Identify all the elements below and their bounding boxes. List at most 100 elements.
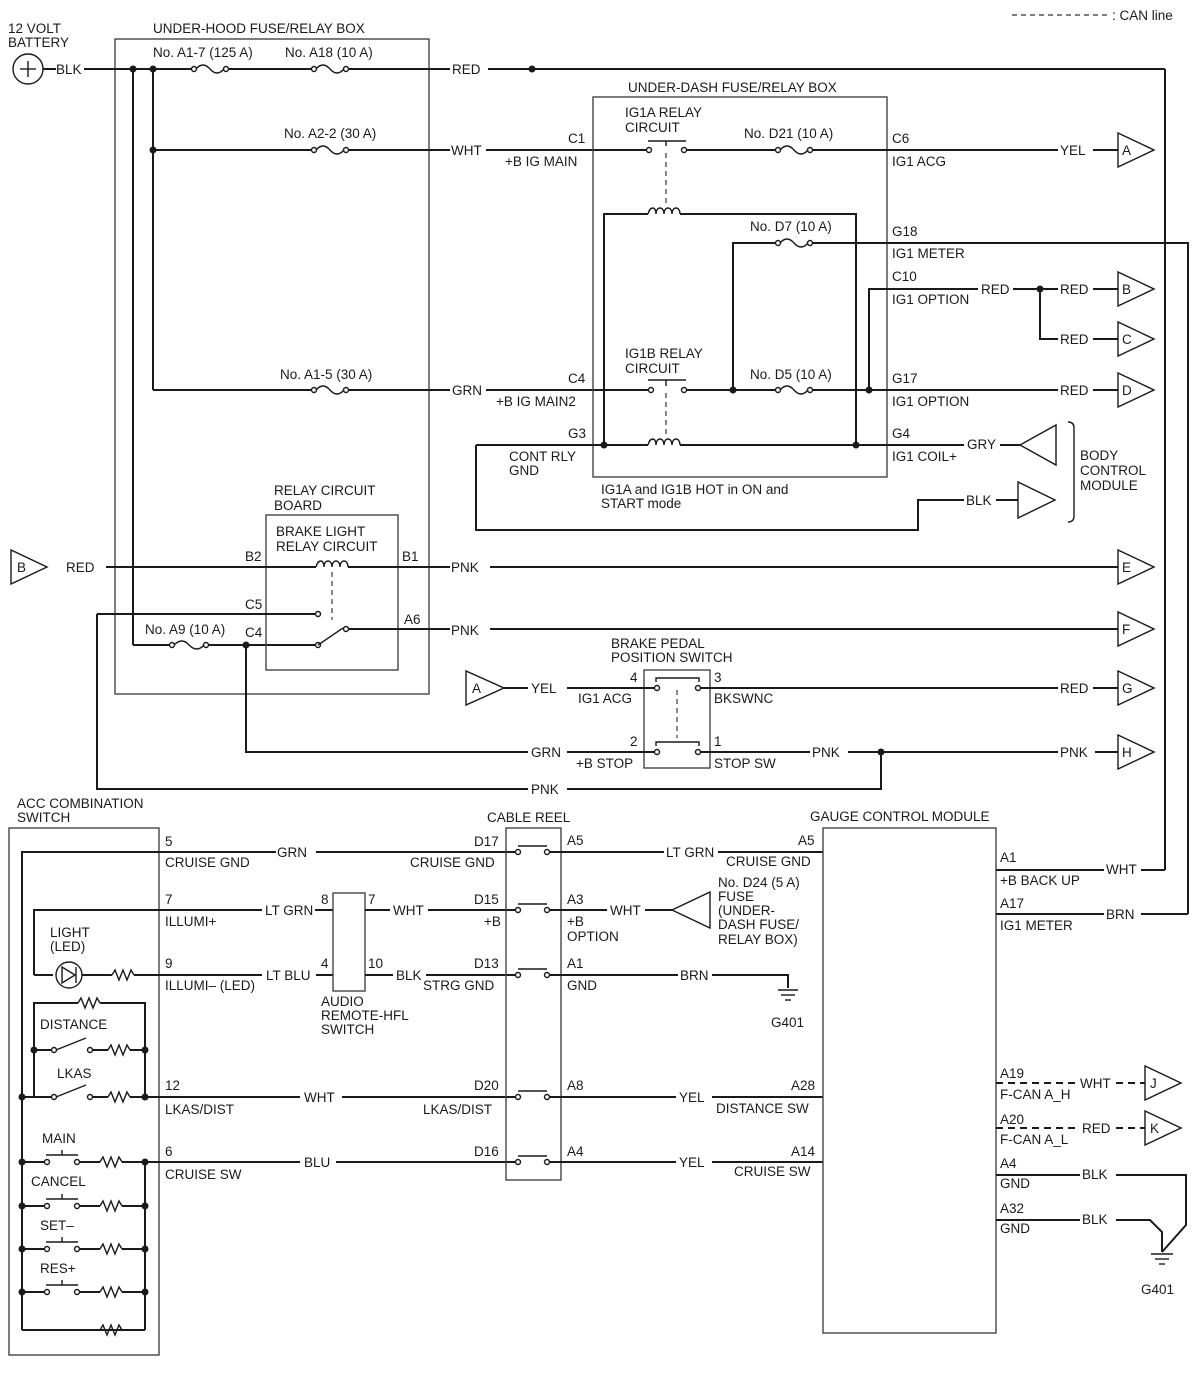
pin-c4-ud: C4 bbox=[568, 371, 586, 386]
wire-lkas-block-right bbox=[100, 1002, 146, 1097]
acc-sig9: ILLUMI– (LED) bbox=[165, 978, 255, 993]
junction-dot bbox=[18, 1288, 26, 1296]
fuse-a1-5-icon bbox=[310, 385, 350, 395]
battery-wire-label: BLK bbox=[56, 62, 82, 77]
pin-c10: C10 bbox=[892, 269, 917, 284]
connector-b: B bbox=[1122, 282, 1131, 297]
pin-g4: G4 bbox=[892, 426, 911, 441]
reel-contacts bbox=[513, 845, 678, 1166]
reel-sig-d20: LKAS/DIST bbox=[423, 1102, 492, 1117]
junction-dot bbox=[18, 1245, 26, 1253]
relay-contact bbox=[342, 625, 350, 633]
gauge-a32: A32 bbox=[1000, 1201, 1024, 1216]
switch-lkas-arm bbox=[55, 1084, 87, 1098]
switch-main-label: MAIN bbox=[42, 1131, 76, 1146]
connector-d: D bbox=[1122, 383, 1132, 398]
junction-dot bbox=[18, 1093, 26, 1101]
junction-dot bbox=[600, 441, 608, 449]
fuse-d21-label: No. D21 (10 A) bbox=[744, 126, 833, 141]
reel-a5: A5 bbox=[567, 833, 584, 848]
connector-a-icon bbox=[1117, 131, 1156, 169]
switch-distance-contact bbox=[86, 1046, 94, 1054]
bcm-output-connector-icon bbox=[1017, 480, 1057, 520]
bps-sig3: BKSWNC bbox=[714, 691, 774, 706]
audio-label-1: AUDIO bbox=[321, 994, 364, 1009]
switch-set-icon bbox=[22, 1237, 145, 1256]
ig1b-coil-icon bbox=[647, 438, 681, 446]
wire-label-brn-meter: BRN bbox=[1106, 907, 1135, 922]
gauge-a5: A5 bbox=[798, 833, 815, 848]
audio-label-3: SWITCH bbox=[321, 1022, 374, 1037]
junction-dot bbox=[18, 1158, 26, 1166]
brake-switch-box bbox=[643, 669, 711, 769]
wire-label-yel-bps: YEL bbox=[531, 681, 557, 696]
wire-cont-rly-gnd bbox=[475, 445, 964, 531]
fuse-a2-2-label: No. A2-2 (30 A) bbox=[284, 126, 376, 141]
ground-g401-right-icon bbox=[1151, 1253, 1173, 1265]
gauge-control-module-box bbox=[822, 827, 997, 1334]
brake-switch-title-2: POSITION SWITCH bbox=[611, 650, 733, 665]
connector-a-left: A bbox=[472, 681, 481, 696]
audio-pin7: 7 bbox=[368, 892, 376, 907]
fuse-d24-label-1: No. D24 (5 A) bbox=[718, 875, 800, 890]
switch-distance-label: DISTANCE bbox=[40, 1017, 107, 1032]
sig-g17: IG1 OPTION bbox=[892, 394, 969, 409]
underhood-title: UNDER-HOOD FUSE/RELAY BOX bbox=[153, 21, 365, 36]
ground-g401-icon bbox=[778, 989, 798, 1001]
fuse-a9-icon bbox=[168, 640, 210, 650]
acc-switch-title-2: SWITCH bbox=[17, 810, 70, 825]
acc-pin7: 7 bbox=[165, 892, 173, 907]
wire-coil-ig1a-left bbox=[603, 213, 648, 445]
switch-cancel-icon bbox=[22, 1194, 145, 1213]
bps-pin4: 4 bbox=[630, 670, 638, 685]
connector-e: E bbox=[1122, 560, 1131, 575]
junction-dot bbox=[729, 386, 737, 394]
bcm-label-1: BODY bbox=[1080, 448, 1118, 463]
fuse-d24-connector-icon bbox=[670, 890, 711, 930]
relay-board-title-2: BOARD bbox=[274, 498, 322, 513]
gauge-a17: A17 bbox=[1000, 896, 1024, 911]
bps-sig2: +B STOP bbox=[576, 756, 633, 771]
wire-label-wht-mid: WHT bbox=[610, 903, 641, 918]
acc-pin9: 9 bbox=[165, 956, 173, 971]
can-line-legend-label: : CAN line bbox=[1112, 8, 1173, 23]
ig1a-label-2: CIRCUIT bbox=[625, 120, 680, 135]
bcm-label-3: MODULE bbox=[1080, 478, 1138, 493]
wire-label-lt-blu: LT BLU bbox=[266, 968, 311, 983]
reel-d17: D17 bbox=[474, 834, 499, 849]
wire-label-grn-bps: GRN bbox=[531, 745, 561, 760]
brake-light-relay-label-2: RELAY CIRCUIT bbox=[276, 539, 378, 554]
switch-set-label: SET– bbox=[40, 1218, 74, 1233]
reel-a1: A1 bbox=[567, 956, 584, 971]
junction-dot bbox=[528, 65, 536, 73]
connector-c: C bbox=[1122, 332, 1132, 347]
switch-res-label: RES+ bbox=[40, 1261, 76, 1276]
gauge-sig-a17: IG1 METER bbox=[1000, 918, 1073, 933]
led-icon bbox=[55, 961, 83, 989]
gauge-sig-a4: GND bbox=[1000, 1176, 1030, 1191]
pin-g18: G18 bbox=[892, 224, 918, 239]
junction-dot bbox=[141, 1093, 149, 1101]
wire-label-lt-grn-mid: LT GRN bbox=[666, 845, 714, 860]
pin-c5: C5 bbox=[245, 597, 262, 612]
wire-label-wht-backup: WHT bbox=[1106, 862, 1137, 877]
bps-pin3: 3 bbox=[714, 670, 722, 685]
fuse-d5-label: No. D5 (10 A) bbox=[750, 367, 832, 382]
gauge-a1: A1 bbox=[1000, 850, 1017, 865]
wire-to-d7 bbox=[732, 242, 776, 390]
junction-dot bbox=[141, 1046, 149, 1054]
led-label-1: LIGHT bbox=[50, 925, 90, 940]
acc-pin5: 5 bbox=[165, 834, 173, 849]
sig-c10: IG1 OPTION bbox=[892, 292, 969, 307]
wire-label-grn: GRN bbox=[452, 383, 482, 398]
connector-c-icon bbox=[1117, 320, 1156, 358]
wire-label-can-h: WHT bbox=[1080, 1076, 1111, 1091]
wire-cruise-gnd-internal bbox=[21, 851, 276, 1330]
connector-b-left-icon bbox=[10, 548, 49, 586]
wire-label-red-d: RED bbox=[1060, 383, 1089, 398]
reel-d20: D20 bbox=[474, 1078, 499, 1093]
pin-c6: C6 bbox=[892, 131, 909, 146]
pin-c4: C4 bbox=[245, 625, 263, 640]
fuse-d5-icon bbox=[774, 385, 814, 395]
gauge-sig-a14: CRUISE SW bbox=[734, 1164, 811, 1179]
